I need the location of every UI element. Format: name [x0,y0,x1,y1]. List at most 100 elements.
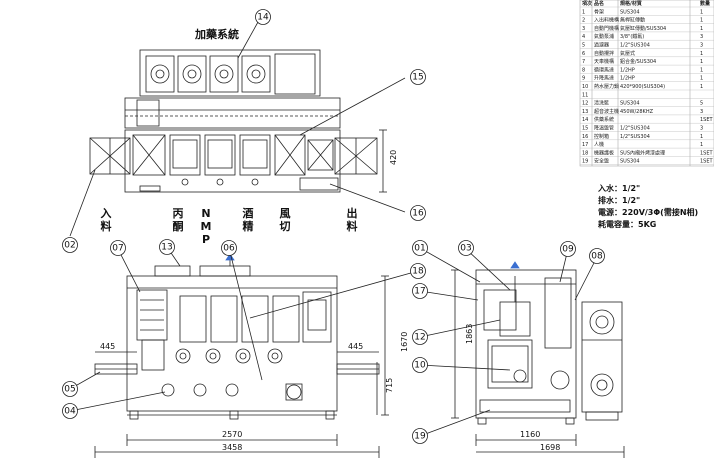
bom-cell: SUS304 [620,9,640,15]
gantry-rail [124,97,341,129]
svg-text:酒: 酒 [243,207,254,220]
bom-cell: 19 [582,159,588,165]
bom-cell: SUS304 [620,101,640,107]
callout-12: 12 [412,329,428,345]
dim-width-total: 3458 [222,443,242,452]
bom-cell: 13 [582,109,588,115]
bom-cell: 自動攪拌 [594,50,614,57]
bom-cell: 9 [582,76,585,82]
bom-cell: 1 [582,9,585,15]
bom-cell: 3/8"(鐵氟) [620,33,644,40]
svg-text:06: 06 [223,244,235,254]
callout-18: 18 [410,263,426,279]
bom-cell: 7 [582,59,585,65]
bom-header-cell: 規格/材質 [620,0,642,7]
dosing-system-cabinet [139,49,321,97]
bom-cell: 氣壓式 [620,50,635,57]
bom-cell: 1SET [700,150,714,156]
bom-cell: 自動門機構 [594,25,619,32]
bom-cell: 5 [582,43,585,49]
callout-03: 03 [458,240,474,256]
process-label: NMP [201,207,212,246]
tank-row-top-view [89,129,378,193]
bom-cell: 11 [582,92,588,98]
svg-text:01: 01 [414,244,425,254]
bom-cell: 降溫盤管 [594,125,614,132]
bom-cell: 2 [582,18,585,24]
bom-header-cell: 數量 [700,0,710,7]
svg-text:18: 18 [412,267,424,277]
spec-water-out: 排水：1/2" [598,195,640,205]
svg-text:09: 09 [562,245,574,255]
pump-icon [150,64,170,84]
bom-cell: 1/2HP [620,67,635,73]
bom-cell: 3 [700,126,703,132]
bom-cell: 3 [700,109,703,115]
bom-cell: 氣壓缸傳動/SUS304 [620,25,666,32]
spec-power: 電源：220V/3Φ(需接N相) [598,207,698,217]
bom-cell: 3 [700,43,703,49]
callout-07: 07 [110,240,126,256]
bom-cell: 升降馬達 [594,75,614,82]
bom-cell: 1 [700,26,703,32]
bom-cell: 1 [700,18,703,24]
svg-text:10: 10 [414,361,426,371]
dim-width-inner: 2570 [222,430,242,439]
bom-cell: 安全盤 [594,158,609,165]
callout-17: 17 [412,283,428,299]
svg-text:08: 08 [591,252,603,262]
bom-cell: 8 [582,67,585,73]
svg-text:15: 15 [412,73,423,83]
bom-table-grid [579,0,714,167]
bom-cell: 14 [582,117,588,123]
pump-icon [182,64,202,84]
svg-text:14: 14 [257,13,269,23]
bom-cell: 1SET [700,159,714,165]
bom-cell: 循環馬達 [594,66,614,73]
bom-header-cell: 品名 [594,0,604,7]
callout-08: 08 [589,248,605,264]
svg-text:13: 13 [161,243,172,253]
bom-cell: 人機 [594,141,604,148]
process-label: 入料 [101,207,112,233]
bom-cell: 10 [582,84,588,90]
bom-cell: 1 [700,134,703,140]
pump-icon [267,348,283,364]
bom-cell: 1SET [700,117,714,123]
bom-cell: 420*900(SUS304) [620,84,665,90]
callout-16: 16 [410,205,426,221]
dim-side-width-total: 1698 [540,443,560,452]
dim-side-width-inner: 1160 [520,430,540,439]
dimension-lines-side [451,269,625,458]
svg-text:風: 風 [280,207,291,220]
pump-icon [235,348,251,364]
svg-text:04: 04 [64,407,76,417]
bom-cell: 1 [700,59,703,65]
callout-02: 02 [62,237,78,253]
svg-text:07: 07 [112,244,123,254]
svg-text:02: 02 [64,241,75,251]
svg-text:切: 切 [280,220,291,233]
svg-text:酮: 酮 [173,220,184,233]
callout-04: 04 [62,403,78,419]
bom-cell: 1/2HP [620,76,635,82]
dim-height-low: 715 [385,378,394,393]
pump-icon [214,64,234,84]
process-label: 風切 [280,207,291,233]
bom-cell: 機器護板 [594,149,614,156]
bom-cell: 6 [582,51,585,57]
process-label: 酒精 [243,207,254,233]
callout-09: 09 [560,241,576,257]
svg-text:P: P [202,233,210,246]
pump-icon [175,348,191,364]
pump-icon [205,348,221,364]
bom-cell: 5 [700,101,703,107]
dimension-lines-front [94,275,389,458]
pump-icon [246,64,266,84]
bom-cell: 1 [700,67,703,73]
svg-text:16: 16 [412,209,424,219]
dimension-top-height [379,129,387,193]
bom-cell: 過濾器 [594,42,609,49]
bom-header-cell: 項次 [582,0,592,7]
bom-cell: 清洗籃 [594,100,609,107]
